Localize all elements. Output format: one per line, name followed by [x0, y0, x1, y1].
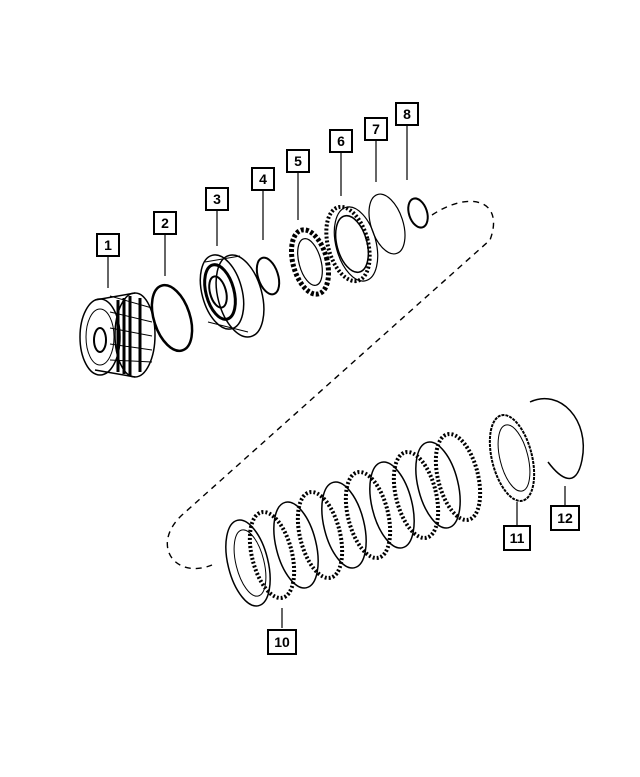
callout-5: 5 [286, 149, 310, 173]
callout-label-10: 10 [274, 634, 290, 650]
assembly-path-dashed [166, 200, 495, 570]
callout-label-2: 2 [161, 215, 169, 231]
callout-label-11: 11 [510, 530, 525, 546]
part-12-snap-ring [529, 397, 585, 480]
callout-10: 10 [267, 629, 297, 655]
callout-label-1: 1 [104, 237, 112, 253]
callout-8: 8 [395, 102, 419, 126]
callout-label-8: 8 [403, 106, 411, 122]
callout-1: 1 [96, 233, 120, 257]
leader-lines [107, 125, 566, 628]
part-2-snap-ring [150, 283, 194, 353]
callout-label-3: 3 [213, 191, 221, 207]
part-7-ring [368, 193, 406, 255]
part-11-pressure-plate [488, 414, 536, 502]
callout-4: 4 [251, 167, 275, 191]
callout-12: 12 [550, 505, 580, 531]
callout-label-6: 6 [337, 133, 345, 149]
callout-label-7: 7 [372, 121, 380, 137]
part-4-snap-ring [255, 256, 281, 296]
part-1-clutch-drum [79, 292, 156, 378]
part-5-roller-clutch [288, 227, 332, 297]
callout-2: 2 [153, 211, 177, 235]
callout-6: 6 [329, 129, 353, 153]
part-10-clutch-pack [225, 432, 483, 607]
callout-7: 7 [364, 117, 388, 141]
callout-3: 3 [205, 187, 229, 211]
callout-11: 11 [503, 525, 531, 551]
callout-label-5: 5 [294, 153, 302, 169]
part-3-piston [199, 254, 265, 338]
part-8-snap-ring [407, 197, 429, 229]
callout-label-12: 12 [557, 510, 573, 526]
callout-label-4: 4 [259, 171, 267, 187]
